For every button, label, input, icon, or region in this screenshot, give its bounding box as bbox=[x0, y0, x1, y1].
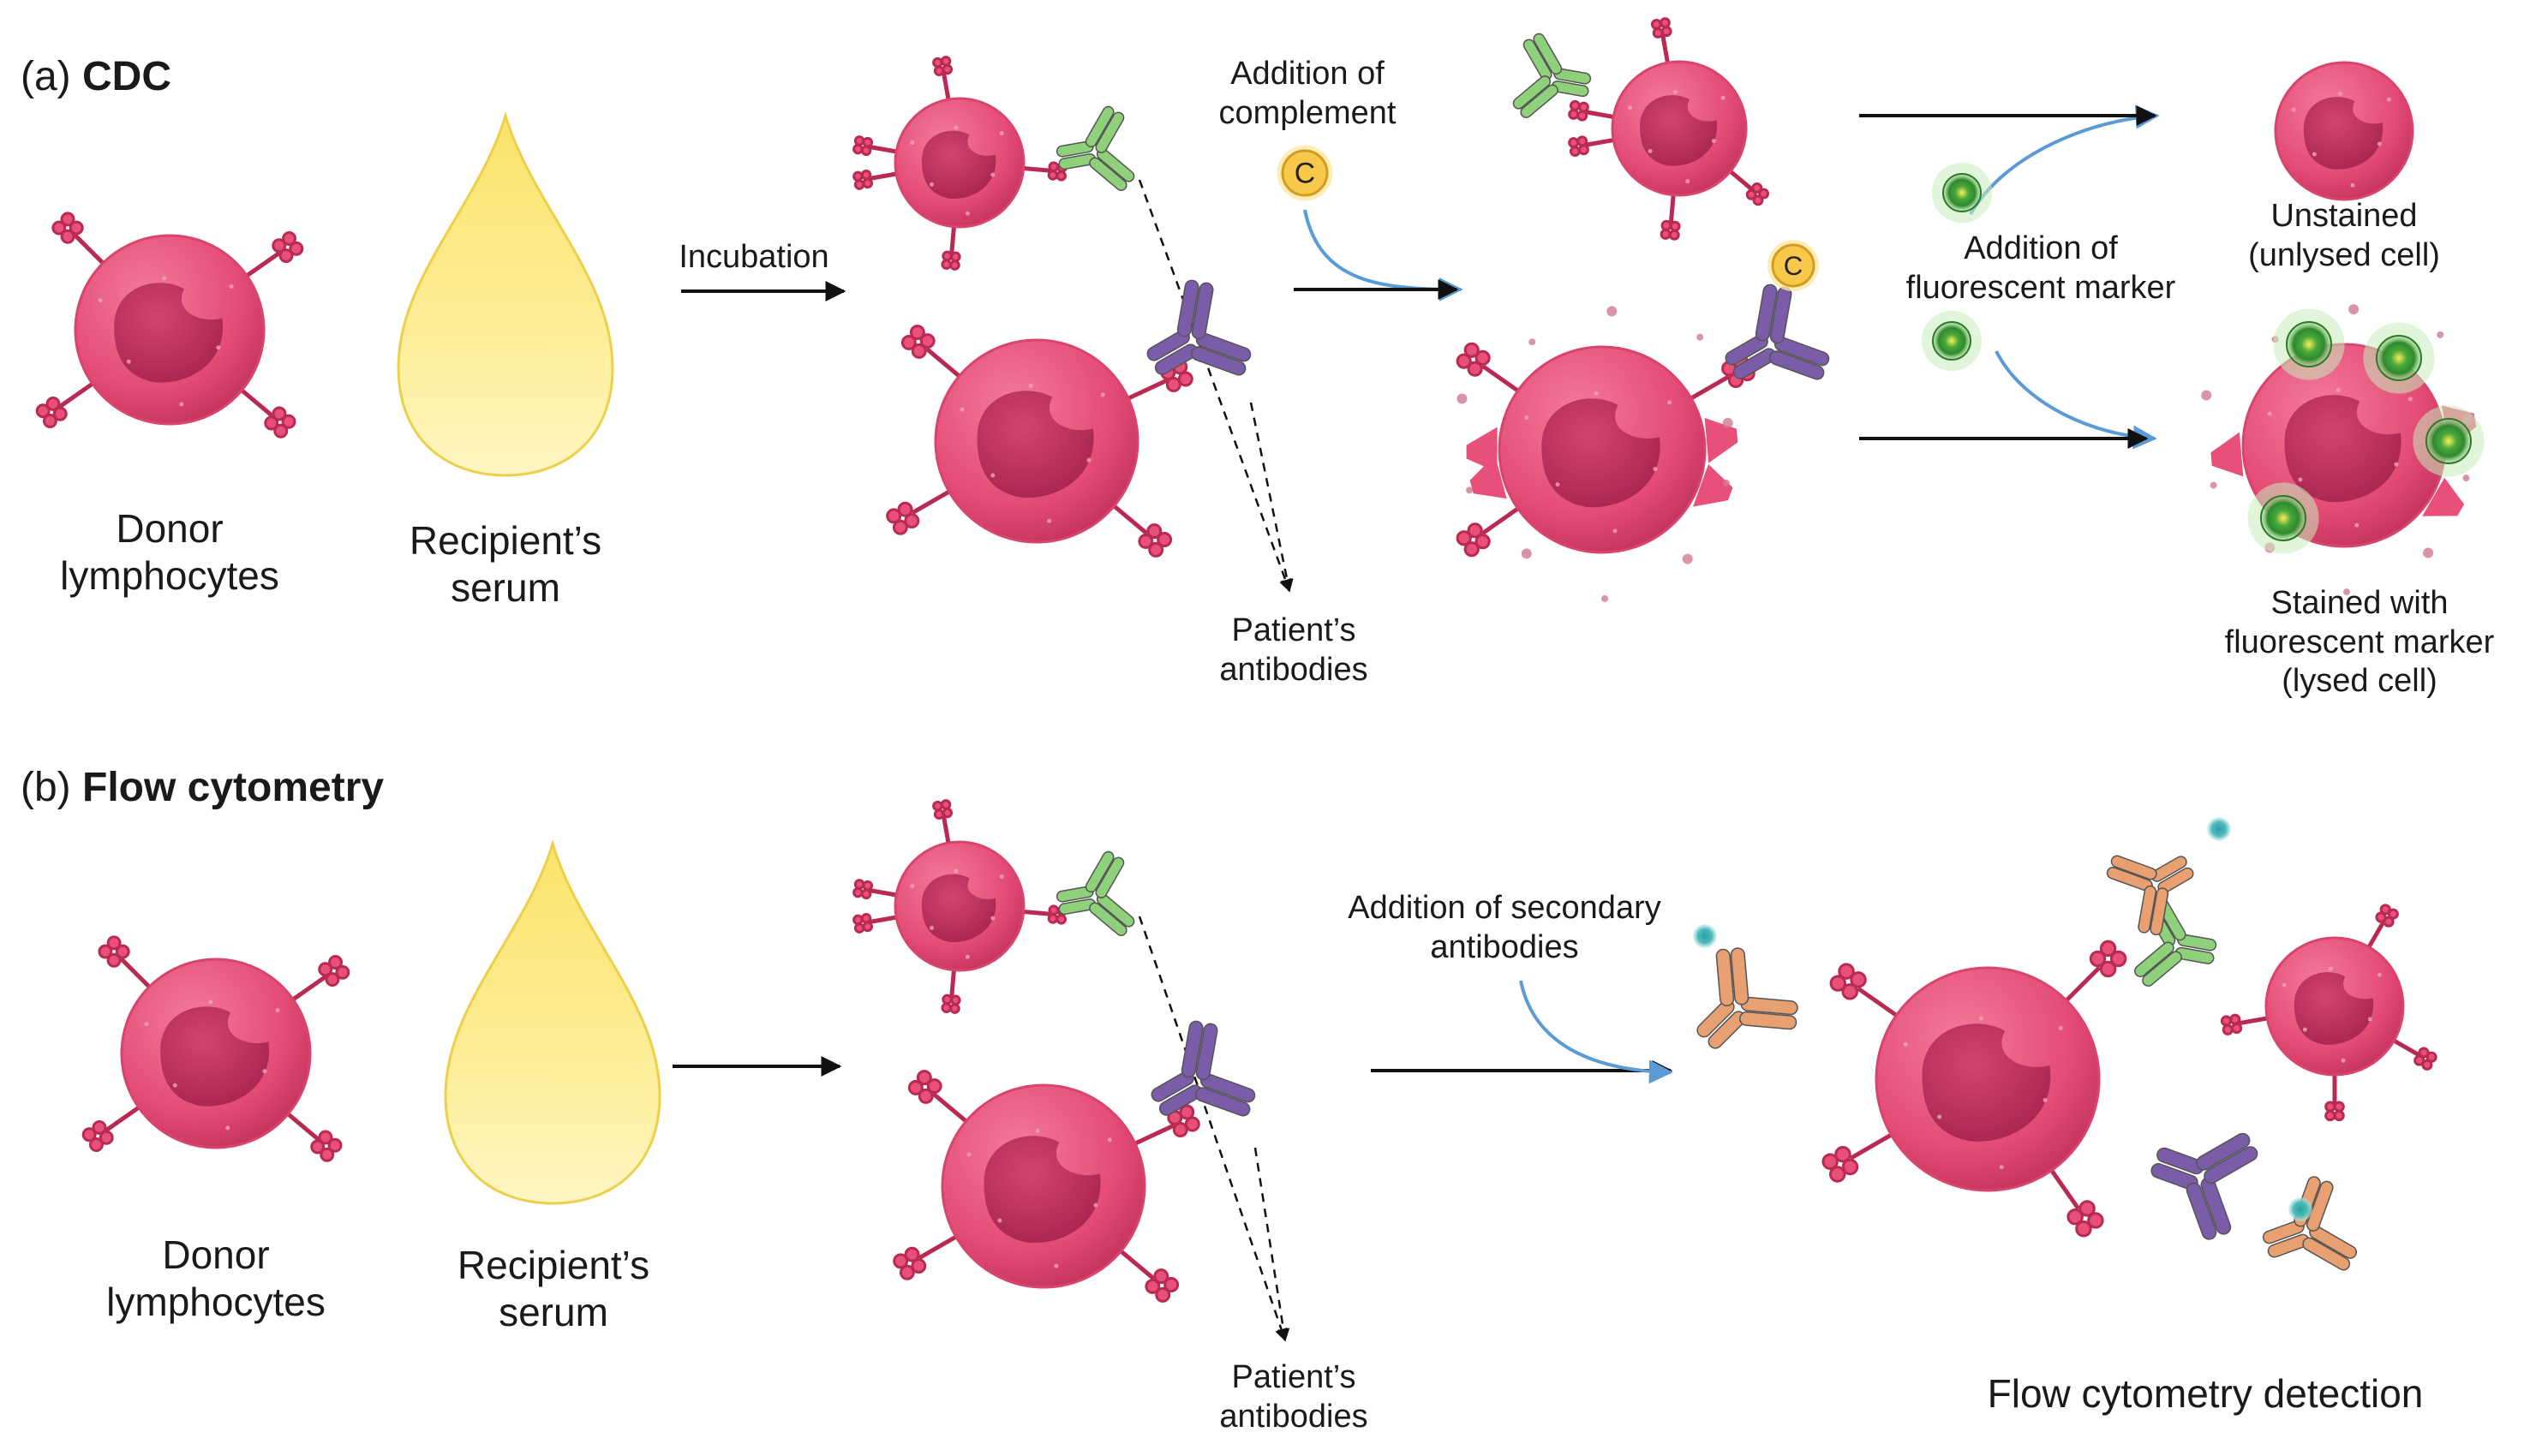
antibody-green-b1 bbox=[1056, 850, 1135, 936]
donor-lymphocyte-b bbox=[81, 935, 350, 1162]
patients-antibodies-arrow-b1 bbox=[1138, 916, 1288, 1342]
fluorescent-marker-2 bbox=[1921, 310, 1983, 372]
bound-cell-large-b bbox=[893, 1070, 1200, 1303]
unstained-label-line2: (unlysed cell) bbox=[2248, 236, 2440, 273]
serum-label-a-line2: serum bbox=[451, 565, 560, 611]
stained-label-line1: Stained with bbox=[2270, 585, 2449, 621]
serum-label-b: Recipient’s serum bbox=[458, 1242, 649, 1336]
serum-drop-b bbox=[444, 838, 661, 1205]
cdc-cell-lysing bbox=[1456, 306, 1755, 602]
donor-label-a: Donor lymphocytes bbox=[60, 505, 279, 600]
antibodies-label-b: Patient’s antibodies bbox=[1219, 1358, 1367, 1436]
antibodies-label-a-line2: antibodies bbox=[1219, 651, 1368, 688]
serum-label-a-line1: Recipient’s bbox=[409, 518, 602, 563]
antibodies-label-a: Patient’s antibodies bbox=[1219, 612, 1367, 689]
secondary-label-dot-2 bbox=[2288, 1197, 2312, 1221]
unstained-cell bbox=[2274, 61, 2414, 201]
stain-marker-2 bbox=[2363, 322, 2435, 394]
detection-label-text: Flow cytometry detection bbox=[1987, 1371, 2424, 1416]
incubation-label-text: Incubation bbox=[679, 239, 829, 275]
bound-cell-large-a bbox=[886, 325, 1193, 558]
donor-label-a-line1: Donor bbox=[116, 506, 224, 551]
marker-label-line2: fluorescent marker bbox=[1905, 269, 2176, 306]
donor-label-b-line1: Donor bbox=[162, 1232, 270, 1277]
patients-antibodies-arrow-b2 bbox=[1253, 1147, 1290, 1342]
panel-b-prefix: (b) bbox=[21, 765, 71, 810]
serum-label-a: Recipient’s serum bbox=[410, 517, 601, 612]
antibody-green-a2 bbox=[1512, 33, 1592, 118]
marker-curve-arrow-bottom bbox=[1995, 350, 2157, 450]
antibody-purple-b1 bbox=[1151, 1020, 1256, 1117]
stain-marker-4 bbox=[2247, 482, 2319, 554]
stained-label-line2: fluorescent marker bbox=[2224, 624, 2495, 660]
stain-marker-1 bbox=[2273, 308, 2345, 380]
antibody-orange-b3 bbox=[2106, 855, 2194, 936]
marker-label-line1: Addition of bbox=[1964, 230, 2118, 266]
secondary-curve-arrow bbox=[1519, 980, 1673, 1084]
complement-label-line1: Addition of bbox=[1230, 56, 1385, 92]
complement-c-2: C bbox=[1767, 240, 1819, 291]
marker-curve-arrow-top bbox=[1969, 104, 2160, 215]
antibodies-label-a-line1: Patient’s bbox=[1231, 612, 1356, 648]
donor-label-b-line2: lymphocytes bbox=[106, 1280, 326, 1325]
antibodies-label-b-line1: Patient’s bbox=[1231, 1359, 1356, 1395]
stained-label: Stained with fluorescent marker (lysed c… bbox=[2225, 584, 2495, 701]
donor-label-a-line2: lymphocytes bbox=[60, 553, 279, 599]
secondary-label-dot-1 bbox=[1693, 924, 1717, 948]
complement-c-1: C bbox=[1277, 145, 1333, 201]
panel-b-title: Flow cytometry bbox=[82, 765, 385, 810]
bound-cell-small-b bbox=[852, 799, 1068, 1014]
patients-antibodies-arrow-a1 bbox=[1138, 179, 1292, 593]
serum-label-b-line2: serum bbox=[499, 1290, 608, 1335]
unstained-label: Unstained (unlysed cell) bbox=[2248, 197, 2440, 275]
panel-a-title: CDC bbox=[82, 54, 172, 99]
secondary-label-line1: Addition of secondary bbox=[1348, 890, 1661, 926]
detect-cell-large bbox=[1821, 940, 2127, 1238]
donor-lymphocyte-a bbox=[35, 212, 304, 439]
serum-label-b-line1: Recipient’s bbox=[457, 1243, 650, 1287]
patients-antibodies-arrow-a2 bbox=[1249, 402, 1294, 593]
antibody-purple-b2 bbox=[2150, 1132, 2258, 1240]
complement-label-line2: complement bbox=[1218, 94, 1397, 131]
serum-drop-a bbox=[397, 110, 614, 477]
antibody-orange-b1 bbox=[1696, 947, 1798, 1049]
stained-label-line3: (lysed cell) bbox=[2282, 663, 2437, 700]
antibodies-label-b-line2: antibodies bbox=[1219, 1398, 1368, 1435]
complement-symbol: C bbox=[1295, 158, 1315, 190]
cdc-cell-top bbox=[1568, 17, 1770, 241]
antibody-purple-a1 bbox=[1146, 279, 1252, 376]
marker-label: Addition of fluorescent marker bbox=[1906, 230, 2176, 307]
complement-curve-arrow bbox=[1303, 209, 1463, 301]
antibody-orange-b2 bbox=[2262, 1176, 2358, 1271]
stain-marker-3 bbox=[2413, 405, 2485, 477]
secondary-label-line2: antibodies bbox=[1430, 928, 1579, 965]
panel-b-heading: (b) Flow cytometry bbox=[21, 764, 384, 811]
donor-label-b: Donor lymphocytes bbox=[106, 1232, 326, 1326]
complement-label: Addition of complement bbox=[1219, 55, 1397, 133]
antibody-purple-a2 bbox=[1725, 283, 1830, 380]
complement-symbol: C bbox=[1784, 251, 1803, 281]
panel-a-heading: (a) CDC bbox=[21, 53, 171, 100]
panel-a-prefix: (a) bbox=[21, 54, 71, 99]
secondary-label: Addition of secondary antibodies bbox=[1348, 889, 1660, 967]
detect-cell-small bbox=[2220, 904, 2437, 1122]
fluorescent-marker-1 bbox=[1931, 162, 1993, 224]
bound-cell-small-a bbox=[852, 56, 1068, 271]
unstained-label-line1: Unstained bbox=[2270, 198, 2418, 234]
detection-label: Flow cytometry detection bbox=[1988, 1370, 2424, 1417]
antibody-green-a1 bbox=[1056, 105, 1135, 191]
secondary-label-dot-3 bbox=[2207, 817, 2231, 841]
incubation-label: Incubation bbox=[679, 238, 828, 277]
